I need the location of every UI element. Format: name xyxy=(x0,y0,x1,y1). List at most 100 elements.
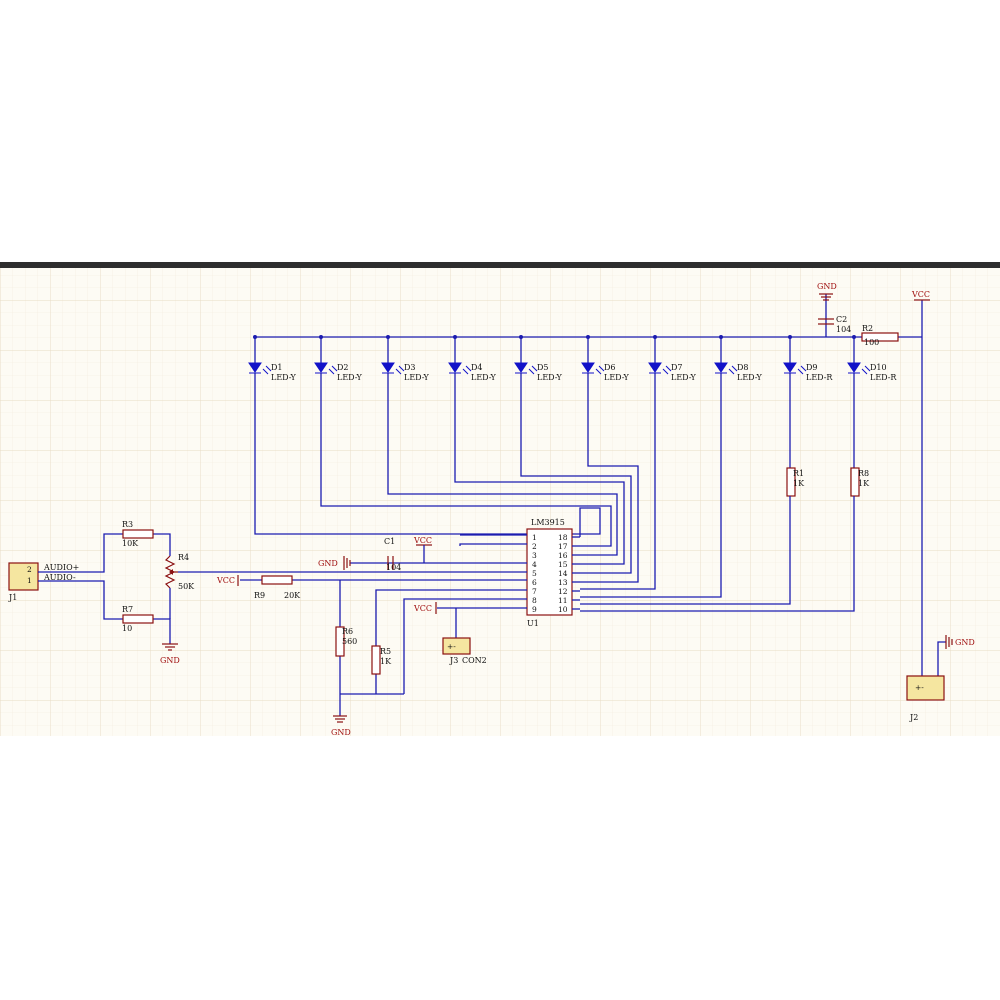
resistor-r9: R9 20K xyxy=(254,575,301,600)
vcc-label-r9: VCC xyxy=(216,576,235,585)
led-value: LED-R xyxy=(870,373,897,382)
ic-pin-left: 7 xyxy=(532,587,537,596)
led-array: D1LED-YD2LED-YD3LED-YD4LED-YD5LED-YD6LED… xyxy=(248,335,897,468)
led-ref: D9 xyxy=(806,363,818,372)
vcc-symbol-c1: VCC xyxy=(413,536,432,551)
ic-pin-right: 16 xyxy=(558,551,568,560)
ic-pin-right: 17 xyxy=(558,542,568,551)
gnd-label-c1: GND xyxy=(318,559,338,568)
led-ref: D10 xyxy=(870,363,887,372)
vcc-symbol-r9: VCC xyxy=(216,575,239,586)
connector-j1: 2 1 J1 AUDIO+ AUDIO- xyxy=(8,562,79,602)
r9-value: 20K xyxy=(284,591,301,600)
r1-ref: R1 xyxy=(793,469,804,478)
led-ref: D8 xyxy=(737,363,749,372)
j3-value: CON2 xyxy=(462,656,487,665)
resistor-r3: R3 10K xyxy=(122,520,154,548)
j3-ref: J3 xyxy=(449,656,458,665)
r3-value: 10K xyxy=(122,539,139,548)
j1-pin-top: 2 xyxy=(27,565,32,574)
vcc-symbol-pin9: VCC xyxy=(413,602,437,614)
vcc-label-top: VCC xyxy=(911,290,930,299)
gnd-symbol-input: GND xyxy=(160,643,180,665)
ic-pin-right: 10 xyxy=(558,605,568,614)
led-ref: D7 xyxy=(671,363,683,372)
c1-value: 104 xyxy=(386,563,401,572)
gnd-label-input: GND xyxy=(160,656,180,665)
led-value: LED-Y xyxy=(471,373,497,382)
ic-pin-right: 14 xyxy=(558,569,568,578)
led-ref: D1 xyxy=(271,363,283,372)
r8-value: 1K xyxy=(858,479,870,488)
connector-j3: +- J3 CON2 xyxy=(442,637,487,665)
r6-value: 560 xyxy=(342,637,357,646)
j2-ref: J2 xyxy=(909,713,918,722)
ic-pin-left: 5 xyxy=(532,569,537,578)
ic-pin-left: 3 xyxy=(532,551,537,560)
ic-ref: U1 xyxy=(527,619,539,628)
ic-pin-right: 13 xyxy=(558,578,568,587)
led-ref: D6 xyxy=(604,363,616,372)
r6-ref: R6 xyxy=(342,627,353,636)
led-ref: D3 xyxy=(404,363,416,372)
resistor-r6: R6 560 xyxy=(335,626,357,657)
svg-text:+-: +- xyxy=(915,683,924,692)
potentiometer-r4: R4 50K xyxy=(164,553,195,619)
r4-value: 50K xyxy=(178,582,195,591)
led-value: LED-Y xyxy=(337,373,363,382)
c2-ref: C2 xyxy=(836,315,847,324)
capacitor-c1: C1 104 xyxy=(384,537,401,572)
led-ref: D4 xyxy=(471,363,483,372)
gnd-label-bottom: GND xyxy=(331,728,351,737)
led-value: LED-Y xyxy=(271,373,297,382)
r5-ref: R5 xyxy=(380,647,391,656)
ic-pin-left: 8 xyxy=(532,596,537,605)
ic-pin-left: 2 xyxy=(532,542,537,551)
r7-value: 10 xyxy=(122,624,132,633)
j1-pin-bottom: 1 xyxy=(27,576,32,585)
r3-ref: R3 xyxy=(122,520,133,529)
led-ref: D2 xyxy=(337,363,349,372)
r9-ref: R9 xyxy=(254,591,265,600)
c2-value: 104 xyxy=(836,325,851,334)
input-wiring xyxy=(38,533,171,644)
r1-value: 1K xyxy=(793,479,805,488)
resistor-r2: R2 100 xyxy=(861,324,899,347)
vcc-symbol-top: VCC xyxy=(911,290,930,301)
canvas-grid xyxy=(0,268,1000,736)
gnd-symbol-c2: GND xyxy=(817,282,837,301)
gnd-label-j2: GND xyxy=(955,638,975,647)
gnd-symbol-c1: GND xyxy=(318,556,351,570)
r8-ref: R8 xyxy=(858,469,869,478)
canvas-top-border xyxy=(0,262,1000,268)
led-ref: D5 xyxy=(537,363,549,372)
r5-value: 1K xyxy=(380,657,392,666)
vcc-label-pin9: VCC xyxy=(413,604,432,613)
svg-text:+-: +- xyxy=(447,642,456,651)
net-audio-plus: AUDIO+ xyxy=(43,563,79,572)
led-value: LED-R xyxy=(806,373,833,382)
j1-ref: J1 xyxy=(8,593,17,602)
ic-pin-left: 6 xyxy=(532,578,537,587)
r7-ref: R7 xyxy=(122,605,133,614)
gnd-symbol-bottom: GND xyxy=(331,715,351,737)
led-value: LED-Y xyxy=(737,373,763,382)
led-value: LED-Y xyxy=(604,373,630,382)
connector-j2: GND +- J2 xyxy=(906,337,975,722)
ic-pin-right: 11 xyxy=(558,596,568,605)
led-value: LED-Y xyxy=(537,373,563,382)
ic-pin-right: 15 xyxy=(558,560,568,569)
led-to-ic-wiring xyxy=(254,375,855,612)
